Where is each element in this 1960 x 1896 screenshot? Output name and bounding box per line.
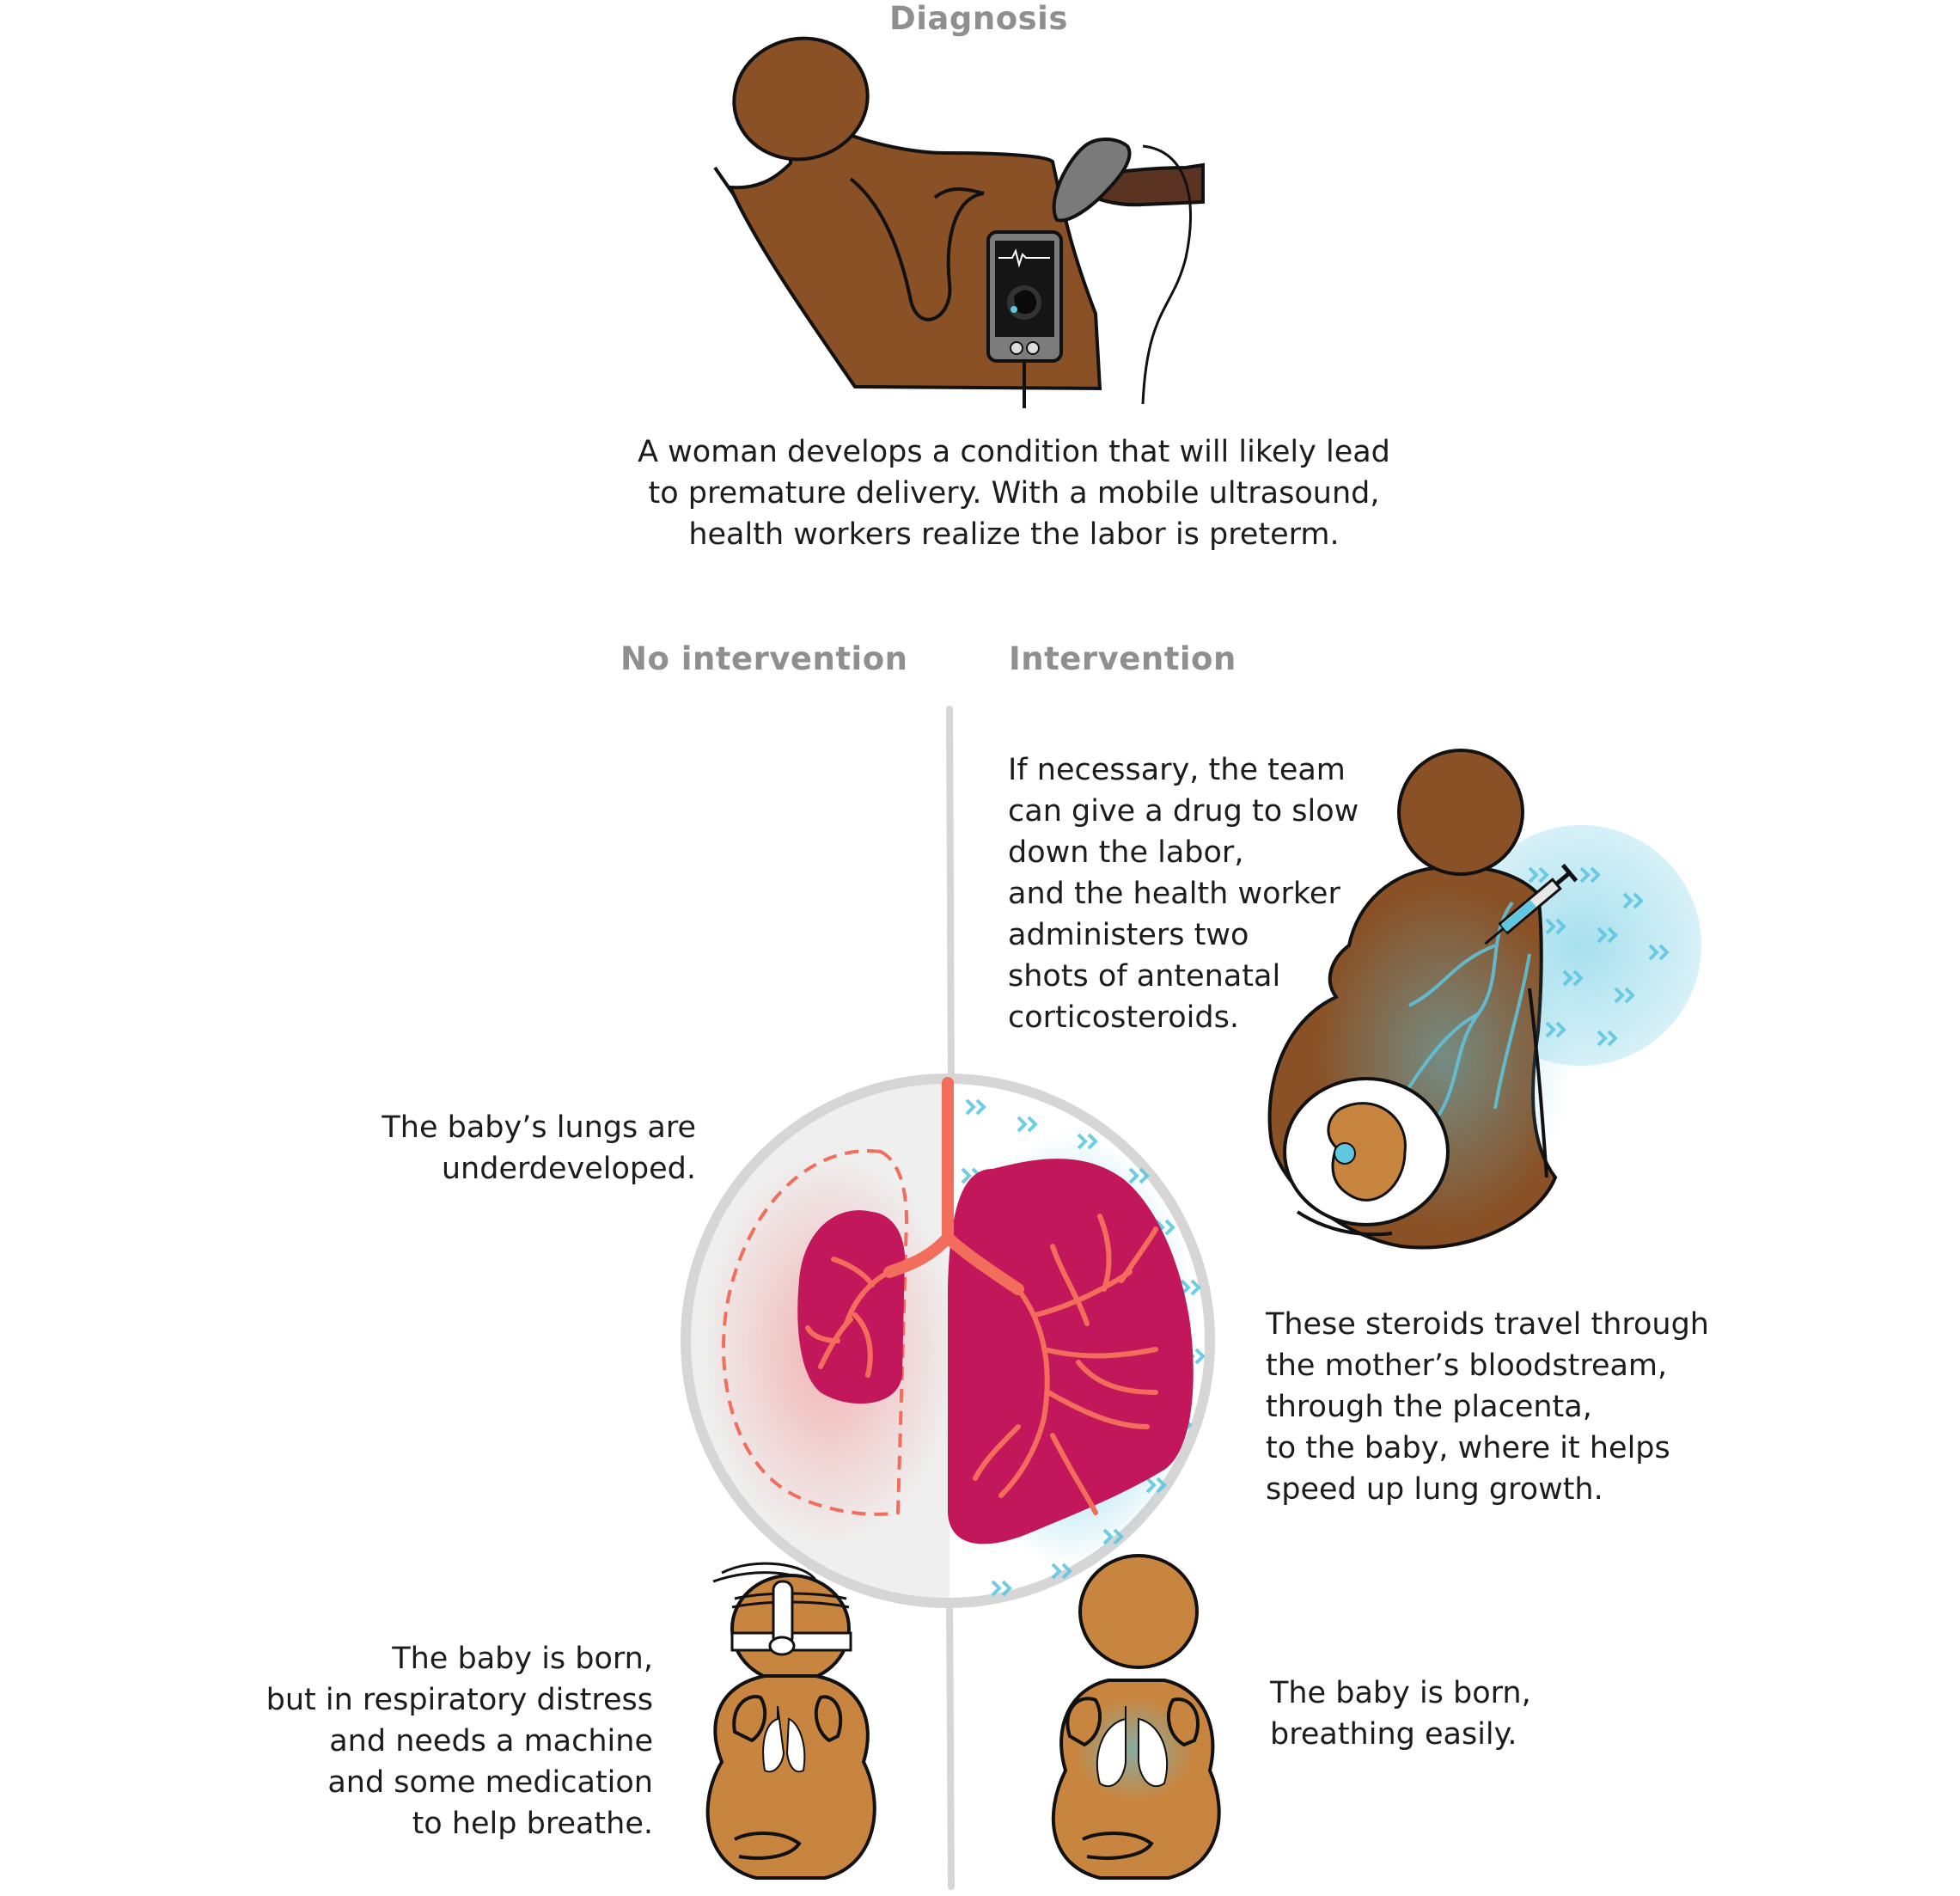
caption-line: to premature delivery. With a mobile ult…: [648, 476, 1380, 511]
baby-lungs-healthy: [1096, 1706, 1169, 1788]
pregnant-mother-illustration: [1267, 749, 1701, 1250]
caption-line: These steroids travel through: [1266, 1307, 1709, 1342]
lungs-underdeveloped-caption: The baby’s lungs are underdeveloped.: [327, 1107, 696, 1190]
caption-line: speed up lung growth.: [1266, 1472, 1603, 1507]
halo-chevrons: [1528, 866, 1670, 1047]
intervention-drug-caption: If necessary, the team can give a drug t…: [1008, 749, 1403, 1038]
caption-line: and needs a machine: [329, 1724, 653, 1758]
caption-line: The baby is born,: [1270, 1676, 1531, 1710]
baby-lungs-small: [762, 1705, 806, 1773]
intervention-heading: Intervention: [1009, 640, 1236, 677]
baby-easy-illustration: [1051, 1554, 1221, 1880]
diagnosis-illustration: [713, 36, 1205, 408]
caption-line: to help breathe.: [412, 1807, 653, 1841]
mother-head: [732, 36, 870, 162]
caption-line: down the labor,: [1008, 835, 1244, 870]
caption-line: A woman develops a condition that will l…: [638, 435, 1390, 469]
diagnosis-heading: Diagnosis: [889, 0, 1068, 37]
trachea: [883, 1077, 1024, 1295]
caption-line: to the baby, where it helps: [1266, 1431, 1670, 1465]
ultrasound-probe-icon: [1052, 138, 1132, 223]
steroids-travel-caption: These steroids travel through the mother…: [1266, 1304, 1747, 1510]
mother-head: [1397, 749, 1524, 876]
caption-line: can give a drug to slow: [1008, 794, 1359, 829]
baby-distress-illustration: [705, 1562, 876, 1880]
caption-line: The baby is born,: [392, 1642, 653, 1676]
caption-line: administers two: [1008, 918, 1249, 952]
caption-line: but in respiratory distress: [266, 1683, 653, 1717]
baby-head: [1078, 1554, 1199, 1669]
caption-line: corticosteroids.: [1008, 1000, 1239, 1035]
center-divider: [946, 706, 955, 1890]
expected-lung-outline: [722, 1149, 909, 1516]
diagnosis-caption: A woman develops a condition that will l…: [584, 431, 1444, 555]
caption-line: through the placenta,: [1266, 1390, 1592, 1424]
caption-line: The baby’s lungs are: [382, 1110, 696, 1145]
fetus: [1327, 1102, 1407, 1202]
baby-body: [705, 1674, 876, 1880]
baby-easy-caption: The baby is born, breathing easily.: [1270, 1673, 1631, 1755]
caption-line: health workers realize the labor is pret…: [688, 517, 1340, 552]
caption-line: If necessary, the team: [1008, 753, 1346, 787]
syringe-icon: [1484, 863, 1578, 945]
caption-line: shots of antenatal: [1008, 959, 1281, 994]
developed-lung: [948, 1159, 1194, 1544]
no-intervention-heading: No intervention: [620, 640, 908, 677]
caption-line: and the health worker: [1008, 877, 1340, 911]
caption-line: and some medication: [327, 1765, 653, 1800]
caption-line: underdeveloped.: [441, 1152, 696, 1186]
lungs-comparison: [681, 1073, 1215, 1608]
caption-line: breathing easily.: [1270, 1717, 1517, 1752]
baby-distress-caption: The baby is born, but in respiratory dis…: [241, 1638, 653, 1844]
caption-line: the mother’s bloodstream,: [1266, 1349, 1668, 1383]
